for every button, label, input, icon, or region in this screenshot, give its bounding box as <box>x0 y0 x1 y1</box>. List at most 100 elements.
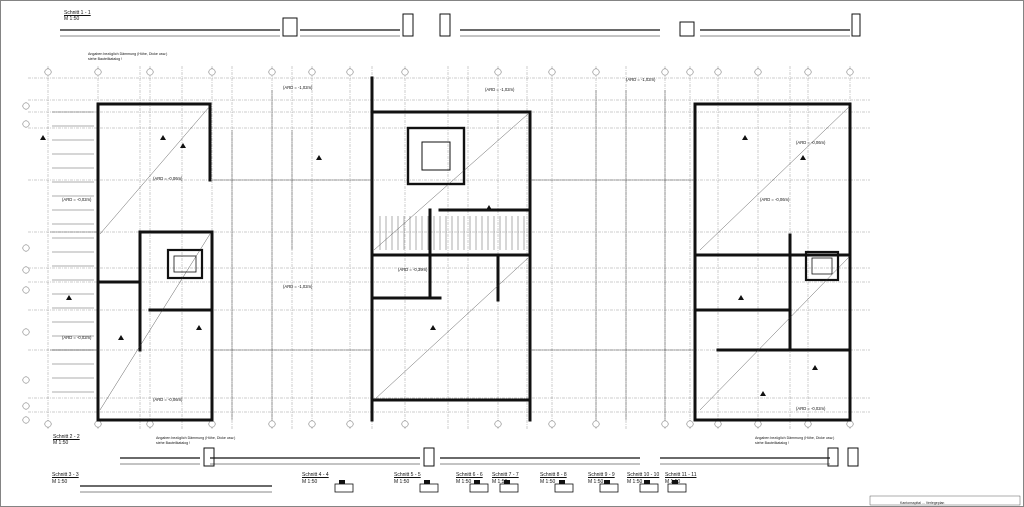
grid-bubble <box>268 420 276 428</box>
section-9-title: Schnitt 9 - 9 <box>588 472 615 478</box>
level-label: (ARD = -1,02m) <box>283 284 313 289</box>
section-2-scale: M 1:50 <box>53 440 69 446</box>
grid-bubble <box>44 420 52 428</box>
section-5-title: Schnitt 5 - 5 <box>394 472 421 478</box>
small-section-mark <box>424 480 430 484</box>
grid-lines <box>22 66 870 430</box>
grid-bubble <box>146 420 154 428</box>
section-11-title: Schnitt 11 - 11 <box>665 472 697 478</box>
level-label: (ARD = -0,06m) <box>760 197 790 202</box>
level-label: (ARD = -0,02m) <box>796 406 826 411</box>
level-label: (ARD = -0,02m) <box>62 197 92 202</box>
drain-symbol <box>180 143 186 148</box>
grid-bubble <box>754 68 762 76</box>
small-section-mark <box>672 480 678 484</box>
drain-symbol <box>486 205 492 210</box>
grid-bubble <box>22 102 30 110</box>
section-1-title: Schnitt 1 - 1 <box>64 10 91 16</box>
grid-bubble <box>661 68 669 76</box>
section-detail <box>847 447 859 467</box>
grid-bubble <box>714 420 722 428</box>
drain-symbol <box>812 365 818 370</box>
small-section-mark <box>504 480 510 484</box>
grid-bubble <box>686 420 694 428</box>
grid-bubble <box>22 328 30 336</box>
slope-line <box>373 257 529 401</box>
grid-bubble <box>494 68 502 76</box>
section-3-scale: M 1:50 <box>52 479 68 485</box>
grid-bubble <box>686 68 694 76</box>
grid-bubble <box>308 420 316 428</box>
small-section <box>499 483 519 493</box>
section-2-title: Schnitt 2 - 2 <box>53 434 80 440</box>
level-label: (ARD = -0,06m) <box>796 140 826 145</box>
small-section-mark <box>559 480 565 484</box>
section-10-scale: M 1:50 <box>627 479 643 485</box>
level-label: (ARD = -1,02m) <box>485 87 515 92</box>
small-section-mark <box>604 480 610 484</box>
section-7-title: Schnitt 7 - 7 <box>492 472 519 478</box>
grid-bubble <box>22 402 30 410</box>
section-6-scale: M 1:50 <box>456 479 472 485</box>
small-section <box>334 483 354 493</box>
small-section <box>554 483 574 493</box>
section-detail <box>439 13 451 37</box>
section-detail <box>423 447 435 467</box>
drain-symbol <box>316 155 322 160</box>
grid-bubble <box>22 376 30 384</box>
section-6-title: Schnitt 6 - 6 <box>456 472 483 478</box>
grid-bubble <box>146 68 154 76</box>
title-block-frame <box>869 495 1021 506</box>
section-4-scale: M 1:50 <box>302 479 318 485</box>
grid-bubble <box>548 420 556 428</box>
core-wall <box>166 248 204 280</box>
level-label: (ARD = -0,39m) <box>398 267 428 272</box>
section-detail <box>402 13 414 37</box>
grid-bubble <box>346 420 354 428</box>
grid-bubble <box>804 68 812 76</box>
level-label: (ARD = -1,02m) <box>626 77 656 82</box>
section-details <box>40 13 1021 506</box>
small-section <box>667 483 687 493</box>
title-block: Kantonsspital ... Verlegeplan <box>900 501 945 505</box>
grid-bubble <box>94 68 102 76</box>
section-detail <box>851 13 861 37</box>
small-section-mark <box>644 480 650 484</box>
section-9-scale: M 1:50 <box>588 479 604 485</box>
section-detail <box>827 447 839 467</box>
small-section-mark <box>339 480 345 484</box>
small-section <box>469 483 489 493</box>
section-8-title: Schnitt 8 - 8 <box>540 472 567 478</box>
drain-symbol <box>742 135 748 140</box>
grid-bubble <box>714 68 722 76</box>
note-insulation-left: Angaben bezüglich Dämmung (Höhe, Dicke u… <box>156 436 236 440</box>
grid-bubble <box>754 420 762 428</box>
grid-bubble <box>592 420 600 428</box>
level-label: (ARD = -0,06m) <box>153 176 183 181</box>
grid-bubble <box>548 68 556 76</box>
level-label: (ARD = -0,02m) <box>62 335 92 340</box>
grid-bubble <box>208 68 216 76</box>
grid-bubble <box>804 420 812 428</box>
grid-bubble <box>44 68 52 76</box>
grid-bubble <box>494 420 502 428</box>
section-detail <box>203 447 215 467</box>
slope-line <box>699 255 851 411</box>
section-5-scale: M 1:50 <box>394 479 410 485</box>
level-label: (ARD = -0,06m) <box>153 397 183 402</box>
grid-bubble <box>22 244 30 252</box>
grid-bubble <box>401 68 409 76</box>
core-opening <box>173 255 197 273</box>
drain-symbol <box>160 135 166 140</box>
slope-line <box>373 113 529 251</box>
note-catalog-left: siehe Bauteilkatalog ! <box>156 441 191 445</box>
drain-symbol <box>118 335 124 340</box>
note-insulation-top: Angaben bezüglich Dämmung (Höhe, Dicke u… <box>88 52 168 56</box>
core-wall <box>804 250 840 282</box>
grid-bubble <box>846 420 854 428</box>
slope-line <box>99 233 211 411</box>
small-section-mark <box>474 480 480 484</box>
grid-bubble <box>846 68 854 76</box>
section-3-title: Schnitt 3 - 3 <box>52 472 79 478</box>
